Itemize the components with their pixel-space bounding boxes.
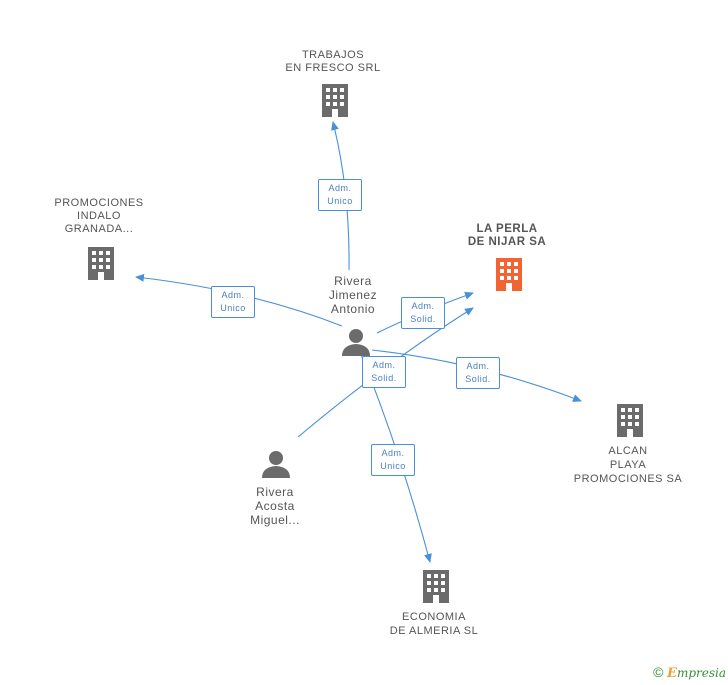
edge-label-line: Adm.	[372, 360, 396, 370]
label-line: PROMOCIONES SA	[573, 473, 683, 485]
edge-label-line: Adm.	[221, 290, 245, 300]
edge-label-to-trabajos: Adm. Unico	[318, 179, 362, 211]
edge-label-line: Solid.	[410, 314, 436, 324]
node-label-economia[interactable]: ECONOMIA DE ALMERIA SL	[390, 610, 478, 638]
label-line: LA PERLA	[476, 223, 538, 235]
label-line: DE NIJAR SA	[467, 236, 547, 248]
edge-label-to-promociones: Adm. Unico	[211, 286, 255, 318]
label-line: PLAYA	[609, 459, 647, 471]
edge-label-to-alcan: Adm. Solid.	[456, 357, 500, 389]
edge-label-line: Adm.	[328, 183, 352, 193]
edge-label-acosta-to-la-perla: Adm. Solid.	[362, 356, 406, 388]
node-label-rivera-jimenez[interactable]: Rivera Jimenez Antonio	[329, 274, 377, 316]
building-icon[interactable]	[420, 570, 452, 604]
label-line: PROMOCIONES	[54, 197, 144, 209]
building-icon[interactable]	[85, 247, 117, 281]
node-label-trabajos[interactable]: TRABAJOS EN FRESCO SRL	[285, 49, 380, 75]
node-label-alcan[interactable]: ALCAN PLAYA PROMOCIONES SA	[574, 444, 682, 486]
person-icon[interactable]	[341, 327, 371, 357]
node-label-rivera-acosta[interactable]: Rivera Acosta Miguel...	[250, 485, 300, 527]
label-line: Acosta	[255, 499, 295, 513]
label-line: GRANADA...	[64, 223, 134, 235]
edge-label-line: Unico	[327, 196, 353, 206]
label-line: Rivera	[256, 485, 294, 499]
brand-initial: E	[667, 666, 677, 681]
label-line: Rivera	[334, 274, 372, 288]
brand-footer[interactable]: © Empresia	[653, 664, 726, 681]
edge-label-line: Unico	[220, 303, 246, 313]
edge-label-to-la-perla: Adm. Solid.	[401, 297, 445, 329]
label-line: DE ALMERIA SL	[389, 625, 479, 637]
label-line: TRABAJOS	[301, 49, 365, 61]
node-label-promociones-indalo[interactable]: PROMOCIONES INDALO GRANADA...	[54, 197, 143, 236]
edge-label-line: Solid.	[465, 374, 491, 384]
edge-label-line: Adm.	[411, 301, 435, 311]
label-line: ECONOMIA	[402, 611, 466, 623]
building-icon[interactable]	[493, 258, 525, 292]
edge-label-line: Adm.	[381, 448, 405, 458]
label-line: Miguel...	[250, 513, 300, 527]
copyright-symbol: ©	[653, 664, 664, 680]
brand-name: mpresia	[676, 666, 726, 680]
building-icon[interactable]	[319, 84, 351, 118]
edge-label-line: Solid.	[371, 373, 397, 383]
label-line: Antonio	[330, 302, 376, 316]
building-icon[interactable]	[614, 404, 646, 438]
person-icon[interactable]	[261, 449, 291, 479]
label-line: EN FRESCO SRL	[285, 62, 381, 74]
edge-label-to-economia: Adm. Unico	[371, 444, 415, 476]
edge-label-line: Unico	[380, 461, 406, 471]
edge-label-line: Adm.	[466, 361, 490, 371]
node-label-la-perla[interactable]: LA PERLA DE NIJAR SA	[468, 223, 546, 249]
label-line: INDALO	[77, 210, 121, 222]
label-line: ALCAN	[608, 445, 648, 457]
label-line: Jimenez	[328, 288, 378, 302]
